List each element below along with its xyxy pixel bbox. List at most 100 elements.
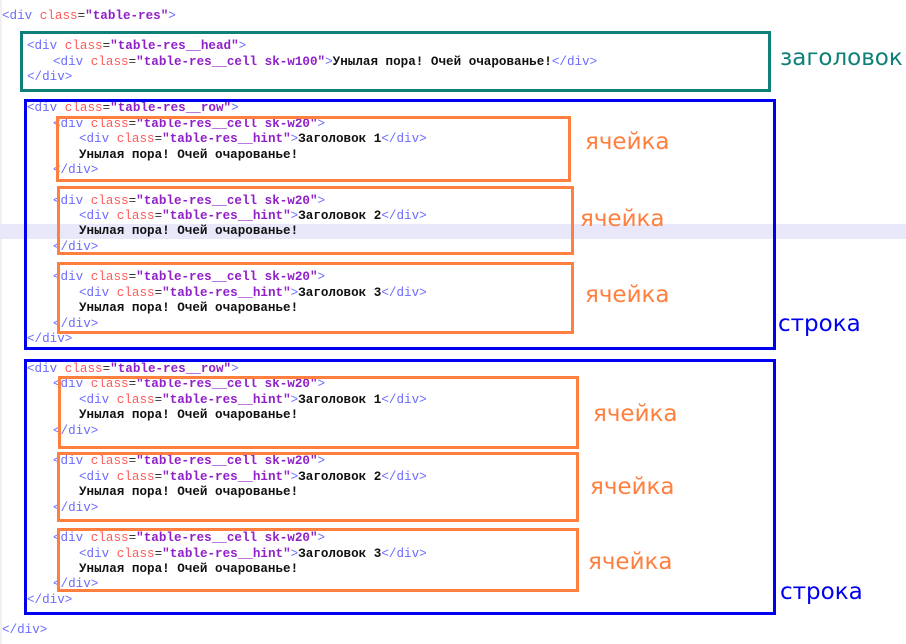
code-line[interactable]: <div class="table-res__cell sk-w20">: [53, 117, 325, 132]
code-line[interactable]: <div class="table-res__hint">Заголовок 3…: [79, 286, 427, 301]
cell-box-1-1: [56, 116, 571, 182]
code-tag: </div: [381, 470, 420, 484]
code-line[interactable]: Унылая пора! Очей очарованье!: [79, 485, 298, 500]
code-attribute: class: [109, 209, 155, 223]
code-line[interactable]: </div>: [53, 577, 98, 592]
code-line[interactable]: Унылая пора! Очей очарованье!: [79, 224, 298, 239]
cell-box-2-1: [58, 376, 579, 449]
code-text: Унылая пора! Очей очарованье!: [79, 408, 299, 422]
code-attribute: class: [83, 377, 129, 391]
code-tag-end: >: [231, 362, 239, 376]
code-attribute-value: "table-res__hint": [162, 286, 291, 300]
code-attribute: class: [83, 194, 129, 208]
code-attribute: class: [83, 270, 129, 284]
code-line[interactable]: </div>: [27, 70, 72, 85]
code-tag: </div: [53, 501, 91, 515]
code-equals: =: [128, 117, 137, 131]
code-tag-end: >: [90, 240, 99, 254]
code-tag: <div: [53, 55, 84, 69]
code-line[interactable]: </div>: [53, 240, 98, 255]
code-tag-end: >: [231, 101, 239, 115]
code-tag-end: >: [290, 547, 299, 561]
code-line[interactable]: </div>: [27, 593, 72, 608]
current-line-highlight: [0, 224, 906, 239]
code-line[interactable]: <div class="table-res__row">: [27, 362, 239, 377]
code-tag: <div: [79, 547, 110, 561]
code-attribute-value: "table-res__cell sk-w20": [136, 194, 318, 208]
code-line[interactable]: Унылая пора! Очей очарованье!: [79, 562, 298, 577]
code-attribute-value: "table-res__hint": [162, 547, 291, 561]
code-text: Заголовок 2: [298, 209, 382, 223]
code-tag-end: >: [290, 286, 299, 300]
code-line[interactable]: </div>: [53, 163, 98, 178]
code-text: Унылая пора! Очей очарованье!: [79, 301, 299, 315]
code-line[interactable]: <div class="table-res__row">: [27, 101, 239, 116]
code-tag-end: >: [64, 332, 73, 346]
code-equals: =: [154, 286, 163, 300]
code-equals: =: [154, 209, 163, 223]
code-tag-end: >: [64, 70, 73, 84]
code-line[interactable]: <div class="table-res__cell sk-w20">: [53, 531, 325, 546]
code-tag-end: >: [39, 623, 48, 637]
code-text: Заголовок 1: [298, 132, 382, 146]
cell-label: ячейка: [593, 401, 678, 427]
code-line[interactable]: <div class="table-res__hint">Заголовок 1…: [79, 393, 427, 408]
code-tag-end: >: [290, 209, 299, 223]
code-text: Унылая пора! Очей очарованье!: [79, 485, 299, 499]
code-line[interactable]: <div class="table-res__hint">Заголовок 1…: [79, 132, 427, 147]
code-equals: =: [102, 101, 111, 115]
code-attribute-value: "table-res__cell sk-w20": [136, 454, 318, 468]
code-attribute: class: [109, 132, 155, 146]
code-line[interactable]: <div class="table-res__cell sk-w20">: [53, 194, 325, 209]
code-line[interactable]: Унылая пора! Очей очарованье!: [79, 148, 298, 163]
code-tag: </div: [381, 393, 420, 407]
code-tag-end: >: [290, 393, 299, 407]
code-tag-end: >: [64, 593, 73, 607]
code-tag: </div: [53, 240, 91, 254]
code-tag-end: >: [419, 393, 427, 407]
code-tag-end: >: [317, 377, 326, 391]
code-tag-end: >: [290, 470, 299, 484]
code-line[interactable]: Унылая пора! Очей очарованье!: [79, 408, 298, 423]
code-line[interactable]: <div class="table-res__head">: [27, 39, 246, 54]
code-attribute: class: [83, 531, 129, 545]
code-tag-end: >: [317, 117, 326, 131]
code-tag: <div: [79, 286, 110, 300]
code-line[interactable]: <div class="table-res__cell sk-w100">Уны…: [53, 55, 597, 70]
row-label: строка: [780, 579, 863, 605]
code-tag: <div: [53, 270, 84, 284]
code-tag-end: >: [419, 547, 427, 561]
code-tag-end: >: [317, 454, 326, 468]
code-equals: =: [128, 454, 137, 468]
code-line[interactable]: </div>: [2, 623, 47, 638]
code-line[interactable]: </div>: [53, 424, 98, 439]
code-tag: </div: [381, 286, 420, 300]
code-line[interactable]: Унылая пора! Очей очарованье!: [79, 301, 298, 316]
code-line[interactable]: <div class="table-res__hint">Заголовок 2…: [79, 470, 427, 485]
code-attribute-value: "table-res__head": [110, 39, 239, 53]
cell-label: ячейка: [580, 206, 665, 232]
code-line[interactable]: <div class="table-res__hint">Заголовок 3…: [79, 547, 427, 562]
code-text: Унылая пора! Очей очарованье!: [79, 562, 299, 576]
editor-gutter: [0, 0, 2, 644]
code-tag-end: >: [317, 194, 326, 208]
code-tag-end: >: [419, 286, 427, 300]
code-equals: =: [102, 39, 111, 53]
code-tag: </div: [53, 424, 91, 438]
code-line[interactable]: <div class="table-res__cell sk-w20">: [53, 454, 325, 469]
code-line[interactable]: </div>: [27, 332, 72, 347]
code-tag-end: >: [419, 470, 427, 484]
code-line[interactable]: <div class="table-res__hint">Заголовок 2…: [79, 209, 427, 224]
code-attribute-value: "table-res__row": [110, 362, 232, 376]
code-tag-end: >: [589, 55, 598, 69]
code-line[interactable]: <div class="table-res">: [2, 9, 176, 24]
code-equals: =: [77, 9, 86, 23]
row-label: строка: [778, 311, 861, 337]
code-line[interactable]: <div class="table-res__cell sk-w20">: [53, 270, 325, 285]
code-equals: =: [154, 470, 163, 484]
code-line[interactable]: </div>: [53, 501, 98, 516]
code-tag-end: >: [90, 317, 99, 331]
code-line[interactable]: </div>: [53, 317, 98, 332]
code-tag-end: >: [168, 9, 176, 23]
code-tag: </div: [381, 132, 420, 146]
